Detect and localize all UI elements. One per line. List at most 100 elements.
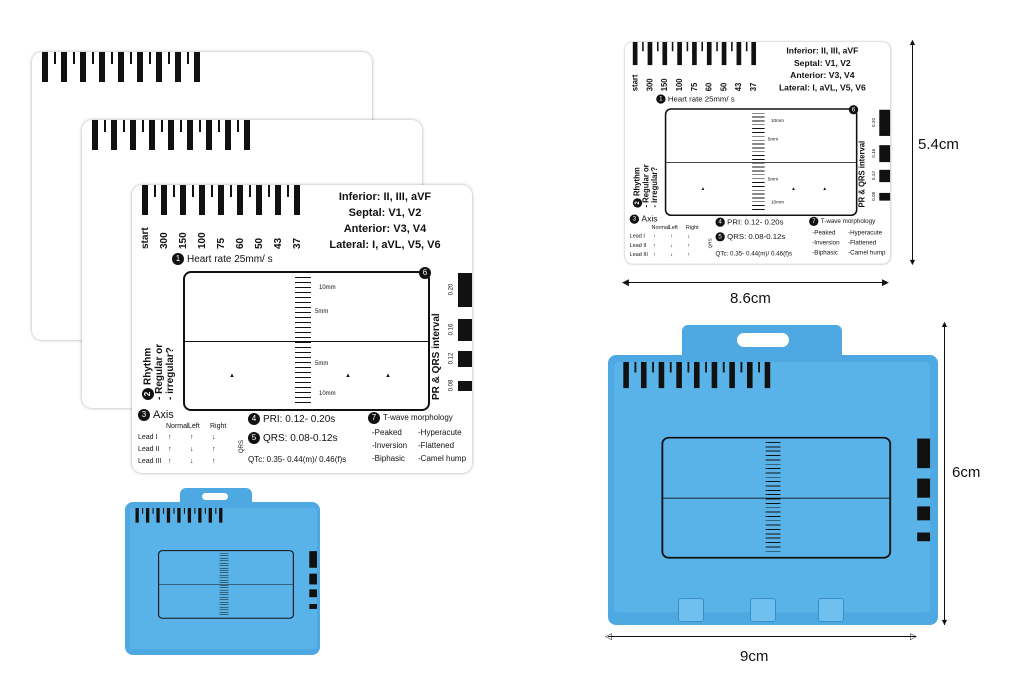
heart-rate-text: Heart rate 25mm/ s: [667, 95, 735, 104]
heart-rate-minor-tick: [740, 362, 743, 373]
heart-rate-minor-tick: [111, 52, 113, 64]
heart-rate-bar: [623, 362, 629, 389]
heart-rate-bars: [632, 42, 766, 66]
interval-label: 0.12: [448, 352, 455, 365]
interval-label: 0.16: [448, 323, 455, 336]
ruler-label: 5mm: [767, 137, 779, 143]
mm-ruler: [295, 277, 311, 405]
heart-rate-bar: [751, 42, 757, 66]
holder-clip: [678, 598, 704, 622]
lead-inferior: Inferior: II, III, aVF: [338, 191, 432, 203]
step-badge: 1: [656, 94, 666, 104]
axis-col: Left: [668, 225, 678, 231]
arrow-left-icon: ◀: [622, 277, 629, 287]
heart-rate-minor-tick: [73, 52, 75, 64]
rhythm-label: 2Rhythm - Regular or - irregular?: [142, 344, 176, 400]
heart-rate-bar: [142, 185, 148, 215]
heart-rate-bar: [175, 52, 181, 82]
heart-rate-bar: [156, 52, 162, 82]
heart-rate-scale-label: 75: [690, 82, 700, 92]
step-badge: 6: [419, 267, 431, 279]
heart-rate-minor-tick: [758, 362, 761, 373]
interval-label: 0.16: [871, 148, 877, 158]
heart-rate-bar: [80, 52, 86, 82]
interval-block-0.20: [458, 273, 472, 307]
rhythm-title: Rhythm: [633, 167, 642, 196]
pri-text: PRI: 0.12- 0.20s: [727, 218, 784, 227]
heart-rate-bar: [99, 52, 105, 82]
holder-tab: [682, 325, 842, 361]
rhythm-question: - irregular?: [650, 166, 660, 208]
heart-rate-minor-tick: [687, 362, 690, 373]
heart-rate-minor-tick: [716, 42, 718, 52]
heart-rate-minor-tick: [686, 42, 689, 52]
step-badge: 4: [248, 413, 260, 426]
heart-rate-minor-tick: [154, 185, 156, 197]
marker-icon: ▲: [700, 186, 706, 192]
heart-rate-minor-tick: [130, 52, 132, 64]
heart-rate-minor-tick: [142, 508, 144, 514]
heart-rate-bar: [256, 185, 262, 215]
heart-rate-bar: [721, 42, 727, 66]
heart-rate-minor-tick: [149, 52, 151, 64]
heart-rate-scale-label: 43: [273, 237, 284, 249]
qrs-text: QRS: 0.08-0.12s: [263, 433, 338, 444]
heart-rate-minor-tick: [215, 508, 217, 514]
ruler-label: 10mm: [770, 200, 784, 206]
ruler-label: 5mm: [767, 177, 779, 183]
step-badge: 5: [715, 232, 725, 242]
heart-rate-scale-label: start: [140, 227, 151, 249]
rhythm-question: - Regular or: [642, 164, 651, 208]
twave-item: -Biphasic: [812, 249, 838, 257]
measurement-box: 10mm 5mm 5mm 10mm ▲ ▲ ▲ 6: [183, 267, 431, 411]
arrow-down-icon: ▼: [940, 617, 949, 627]
heart-rate-text: Heart rate 25mm/ s: [187, 254, 273, 265]
interval-block: [917, 478, 931, 498]
heart-rate-bar: [219, 508, 223, 523]
heart-rate-minor-tick: [671, 42, 674, 52]
heart-rate-minor-tick: [183, 508, 185, 514]
heart-rate-scale-label: 150: [178, 232, 189, 249]
axis-col: Right: [685, 225, 699, 231]
heart-rate-bar: [42, 52, 48, 82]
heart-rate-minor-tick: [204, 508, 206, 514]
holder-clip: [818, 598, 844, 622]
heart-rate-bar: [198, 508, 202, 523]
heart-rate-minor-tick: [249, 185, 251, 197]
heart-rate-bars: [623, 362, 781, 389]
heart-rate-bar: [225, 120, 231, 150]
heart-rate-scale-label: 100: [197, 232, 208, 249]
heart-rate-scale-label: 50: [254, 237, 265, 249]
rhythm-question: - Regular or: [154, 343, 165, 400]
twave-item: -Camel hump: [848, 249, 886, 257]
heart-rate-bar: [156, 508, 160, 523]
arrow-icon: ↑: [670, 233, 673, 240]
heart-rate-bar: [149, 120, 155, 150]
heart-rate-bar: [662, 42, 668, 66]
heart-rate-bar: [692, 42, 697, 66]
heart-rate-minor-tick: [192, 185, 194, 197]
arrow-icon: ↑: [168, 434, 172, 441]
interval-label: 0.12: [871, 171, 877, 181]
rhythm-title: Rhythm: [142, 347, 154, 385]
qtc-label: QTc: 0.35- 0.44(m)/ 0.46(f)s: [715, 249, 793, 257]
twave-title: T-wave morphology: [383, 413, 453, 423]
arrow-left-icon: ◁: [605, 631, 612, 641]
arrow-icon: ↑: [653, 233, 656, 240]
twave-item: -Inversion: [372, 441, 408, 450]
heart-rate-minor-tick: [745, 42, 748, 52]
lead-groups: Inferior: II, III, aVF Septal: V1, V2 An…: [764, 45, 881, 94]
twave-item: -Camel hump: [418, 454, 467, 463]
heart-rate-bar: [187, 508, 192, 523]
heart-rate-minor-tick: [187, 52, 189, 64]
step-badge: 6: [848, 105, 859, 115]
heart-rate-bar: [206, 120, 212, 150]
heart-rate-bar: [177, 508, 181, 523]
heart-rate-minor-tick: [701, 42, 703, 52]
arrow-right-icon: ▷: [910, 631, 917, 641]
axis-row: Lead II↑↓↑: [630, 242, 705, 249]
pr-qrs-label: PR & QRS interval: [431, 313, 442, 400]
